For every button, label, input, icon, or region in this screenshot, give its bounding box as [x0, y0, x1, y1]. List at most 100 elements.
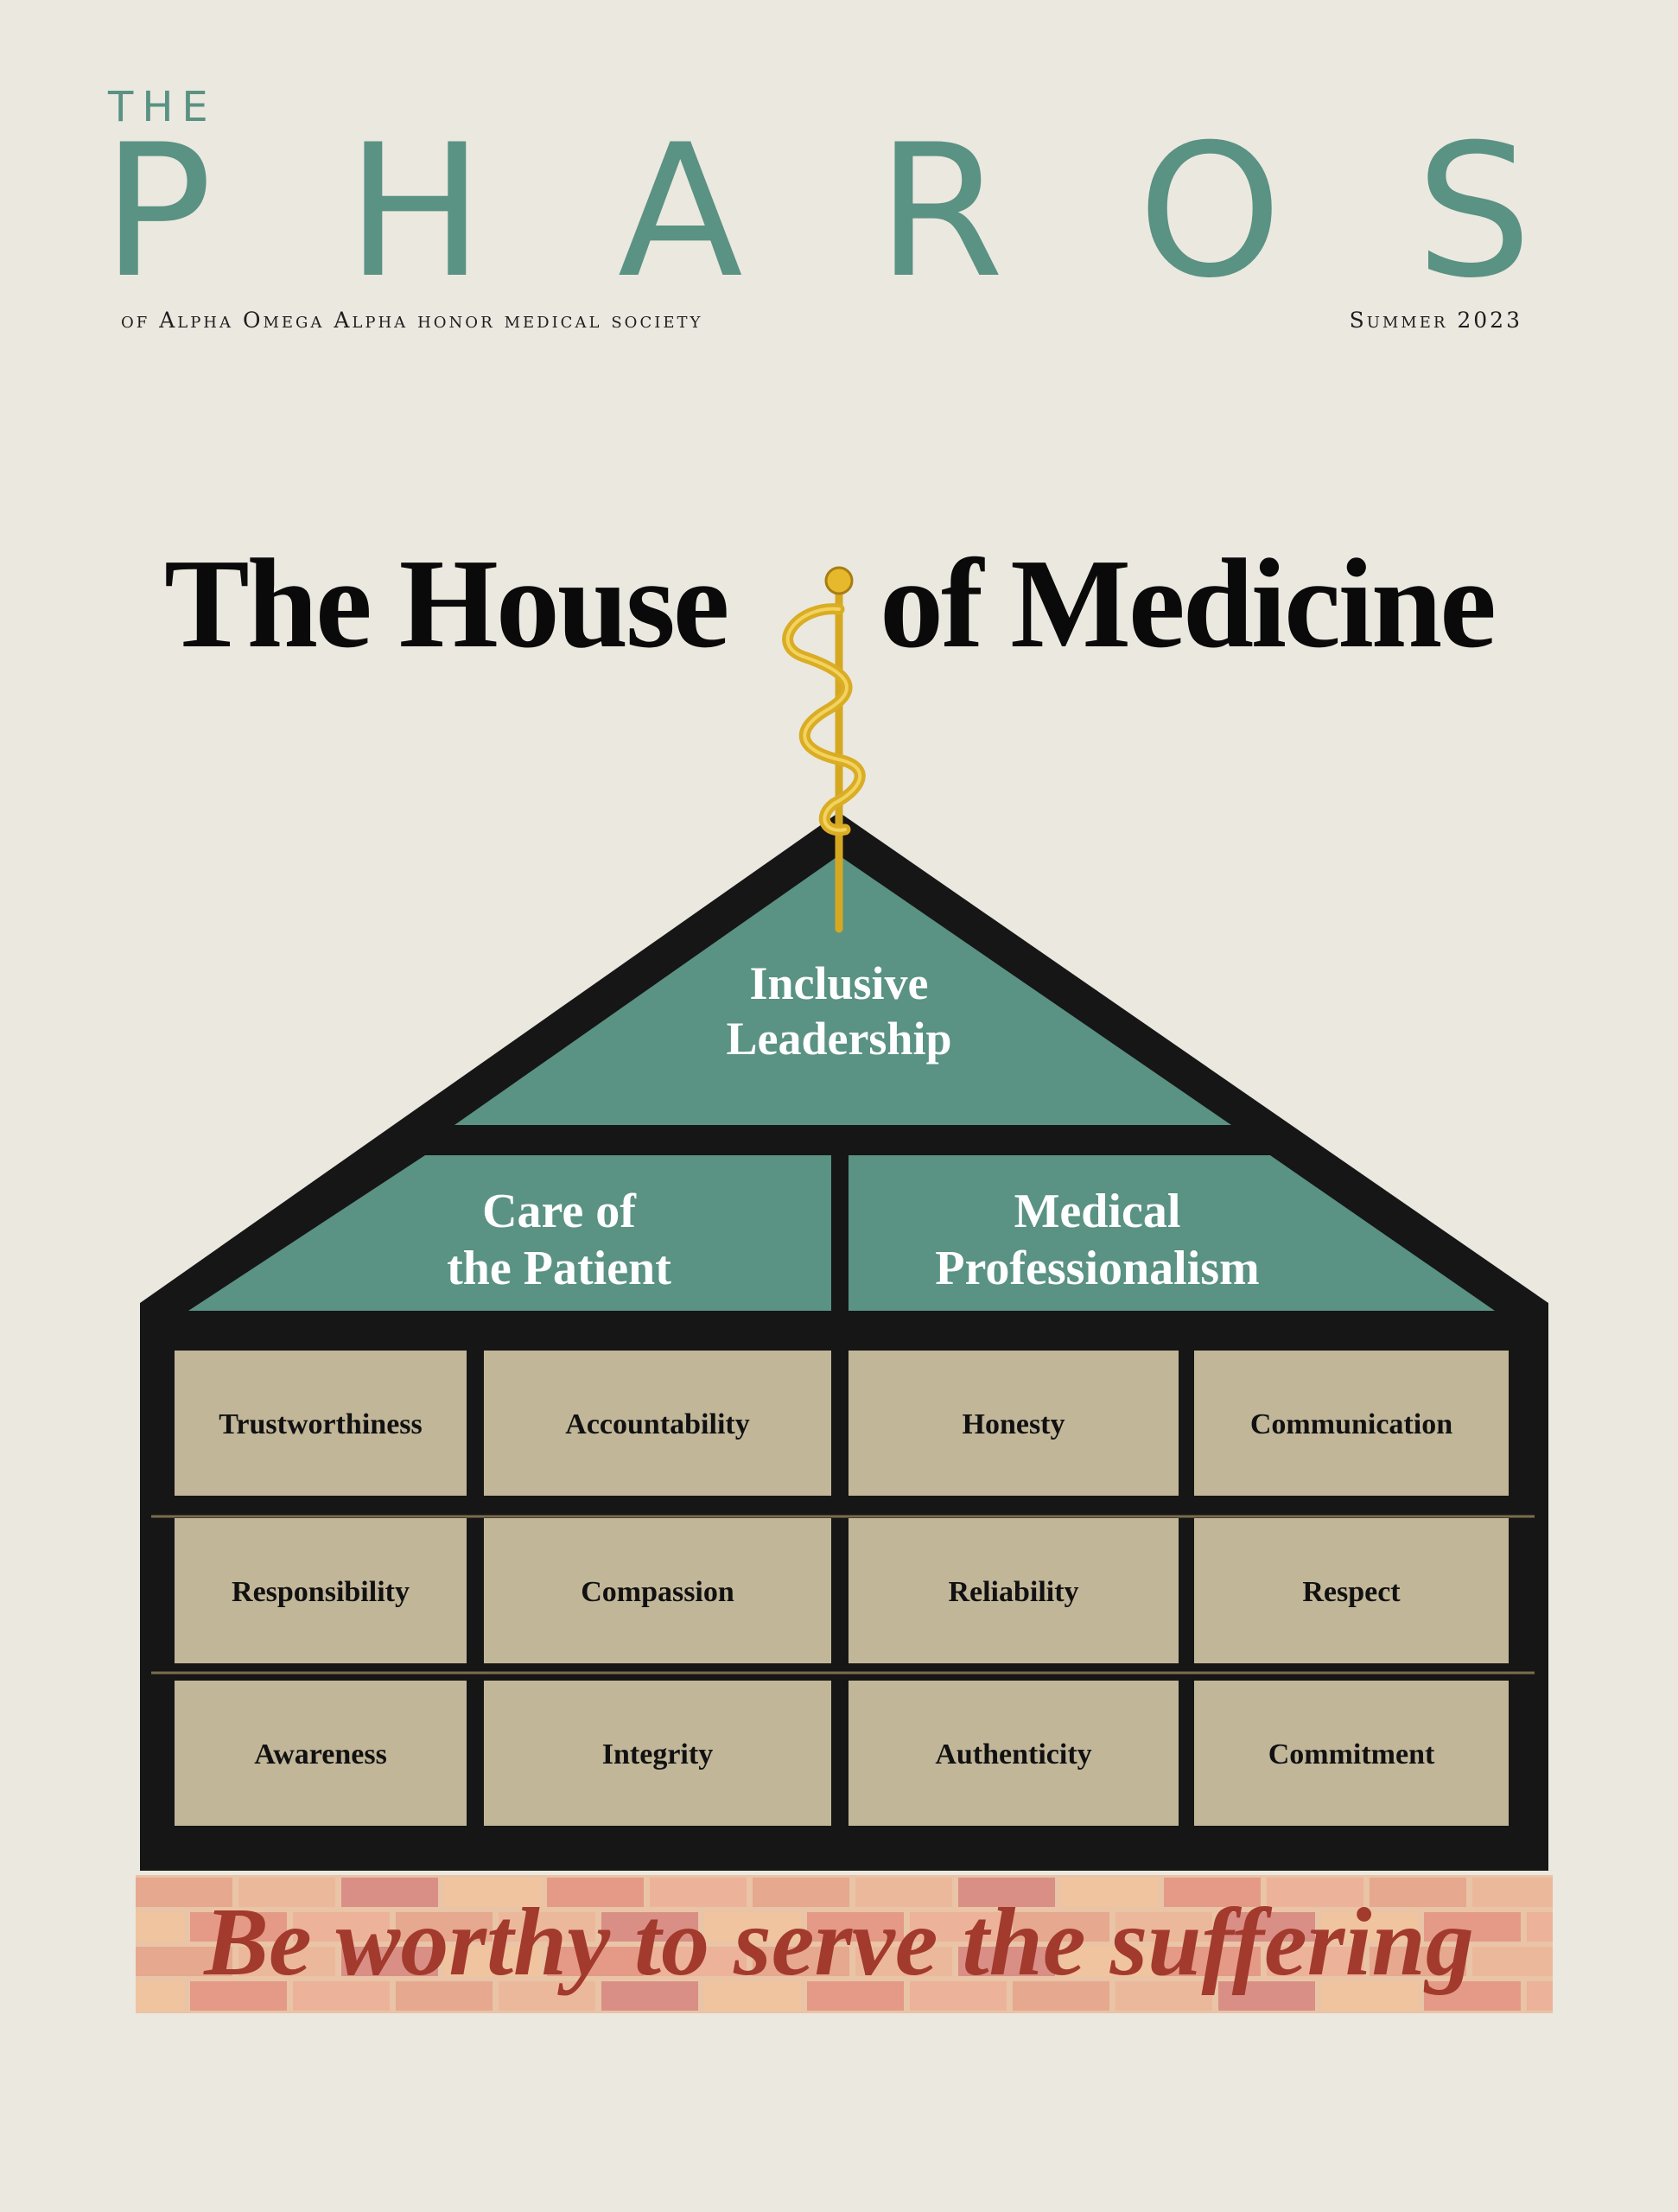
value-label: Awareness	[254, 1738, 387, 1770]
brick	[1370, 1878, 1466, 1907]
brick	[910, 1912, 1007, 1942]
value-label: Authenticity	[935, 1738, 1091, 1770]
value-cell	[849, 1518, 1179, 1663]
brick	[396, 1912, 493, 1942]
value-label: Respect	[1302, 1576, 1401, 1608]
brick	[958, 1947, 1055, 1976]
brick	[547, 1878, 644, 1907]
brick	[807, 1912, 904, 1942]
brick	[190, 1981, 287, 2011]
brick	[238, 1947, 335, 1976]
brick	[1321, 1981, 1418, 2011]
value-cell	[1194, 1681, 1509, 1826]
brick	[1164, 1947, 1261, 1976]
brick	[1115, 1981, 1212, 2011]
roof-panel-right	[849, 1155, 1495, 1311]
value-label: Commitment	[1268, 1738, 1435, 1770]
masthead-title: PHAROS	[102, 121, 1532, 294]
brick	[958, 1878, 1055, 1907]
value-cell	[175, 1351, 467, 1496]
headline-part-2: of Medicine	[880, 533, 1497, 675]
roof-right-line-1: Medical	[1014, 1185, 1181, 1238]
value-cell	[484, 1518, 831, 1663]
brick	[1013, 1981, 1109, 2011]
brick	[704, 1981, 801, 2011]
brick	[1527, 1981, 1553, 2011]
brick	[293, 1981, 390, 2011]
roof-left-line-1: Care of	[482, 1185, 637, 1238]
brick	[190, 1912, 287, 1942]
brick	[704, 1912, 801, 1942]
value-cell	[484, 1351, 831, 1496]
value-cell	[1194, 1518, 1509, 1663]
brick	[1164, 1878, 1261, 1907]
brick	[1472, 1947, 1553, 1976]
brick	[753, 1947, 849, 1976]
value-label: Honesty	[963, 1408, 1065, 1440]
brick	[136, 1981, 184, 2011]
brick-foundation	[136, 1875, 1553, 2013]
brick	[1267, 1878, 1363, 1907]
value-cell	[484, 1681, 831, 1826]
brick	[444, 1947, 541, 1976]
brick	[238, 1878, 335, 1907]
value-label: Trustworthiness	[219, 1408, 423, 1440]
brick	[499, 1912, 595, 1942]
brick	[547, 1947, 644, 1976]
brick	[396, 1981, 493, 2011]
brick	[1115, 1912, 1212, 1942]
brick	[855, 1878, 952, 1907]
brick	[444, 1878, 541, 1907]
masthead-the: THE	[108, 83, 217, 131]
value-label: Accountability	[565, 1408, 749, 1440]
brick	[1321, 1912, 1418, 1942]
brick	[1424, 1912, 1521, 1942]
headline-part-1: The House	[164, 533, 729, 675]
roof-right-line-2: Professionalism	[935, 1242, 1259, 1295]
brick	[341, 1947, 438, 1976]
roof-top-line-1: Inclusive	[749, 957, 928, 1009]
value-cell	[175, 1681, 467, 1826]
brick	[293, 1912, 390, 1942]
brick	[1370, 1947, 1466, 1976]
value-cell	[849, 1351, 1179, 1496]
value-label: Responsibility	[232, 1576, 410, 1608]
brick	[1472, 1878, 1553, 1907]
value-label: Integrity	[602, 1738, 713, 1770]
brick	[601, 1912, 698, 1942]
motto: Be worthy to serve the suffering	[204, 1889, 1474, 1996]
value-cell	[849, 1681, 1179, 1826]
value-label: Communication	[1250, 1408, 1452, 1440]
roof-panel-top	[454, 855, 1231, 1125]
brick	[1218, 1981, 1315, 2011]
brick	[499, 1981, 595, 2011]
brick	[1061, 1947, 1158, 1976]
brick	[807, 1981, 904, 2011]
brick	[601, 1981, 698, 2011]
brick	[650, 1878, 747, 1907]
brick	[341, 1878, 438, 1907]
brick	[1218, 1912, 1315, 1942]
brick	[910, 1981, 1007, 2011]
value-label: Compassion	[581, 1576, 734, 1608]
rod-of-asclepius-icon	[782, 566, 866, 933]
value-cell	[175, 1518, 467, 1663]
brick	[650, 1947, 747, 1976]
brick	[136, 1947, 232, 1976]
roof-left-line-2: the Patient	[447, 1242, 671, 1295]
roof-top-line-2: Leadership	[726, 1013, 951, 1065]
value-cell	[1194, 1351, 1509, 1496]
brick	[1267, 1947, 1363, 1976]
brick	[136, 1878, 232, 1907]
masthead-tagline: of Alpha Omega Alpha honor medical socie…	[121, 308, 703, 333]
brick	[1527, 1912, 1553, 1942]
brick	[1061, 1878, 1158, 1907]
brick	[855, 1947, 952, 1976]
brick	[1013, 1912, 1109, 1942]
value-label: Reliability	[948, 1576, 1078, 1608]
brick	[1424, 1981, 1521, 2011]
brick	[753, 1878, 849, 1907]
brick	[136, 1912, 184, 1942]
